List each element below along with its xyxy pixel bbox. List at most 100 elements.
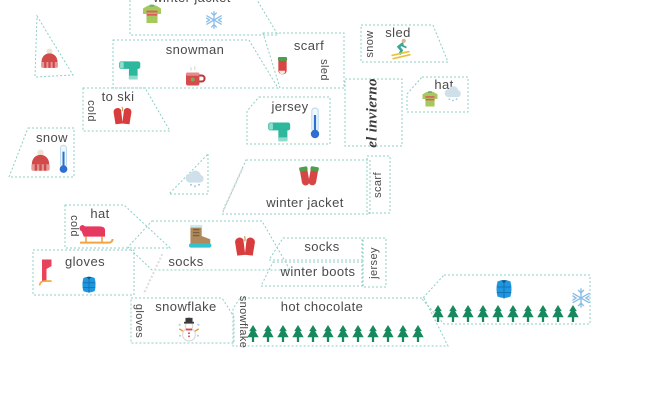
pine-tree-icon	[366, 324, 380, 343]
card-side-label: gloves	[133, 303, 145, 339]
snow-cloud-icon	[183, 168, 207, 188]
card-outline	[130, 297, 235, 344]
card-outline	[268, 237, 363, 261]
card-label: hat	[434, 77, 454, 92]
card-side-label: jersey	[368, 247, 380, 279]
sleigh-icon	[76, 223, 118, 247]
card-gloves: gloves	[32, 249, 136, 297]
card-side-label: scarf	[372, 172, 384, 198]
snowflake-icon	[204, 10, 224, 30]
card-outline	[360, 24, 449, 63]
card-label: hat	[90, 206, 110, 221]
winter-boot-icon	[184, 223, 214, 249]
pine-tree-icon	[306, 324, 320, 343]
card-winter-jacket-mid: winter jacket	[220, 158, 372, 216]
beanie-icon	[28, 148, 53, 173]
skier-icon	[389, 37, 413, 61]
card-side-label: snow	[364, 30, 376, 58]
card-outline	[344, 78, 403, 147]
scarf-icon	[117, 57, 143, 83]
card-label: winter jacket	[136, 0, 248, 5]
card-label: hot chocolate	[280, 299, 364, 314]
card-label: gloves	[65, 254, 105, 269]
card-outline	[362, 237, 387, 288]
pine-tree-icon	[261, 324, 275, 343]
pine-tree-icon	[431, 304, 445, 323]
pine-tree-icon	[521, 304, 535, 323]
pine-tree-icon	[336, 324, 350, 343]
card-label: socks	[168, 254, 204, 269]
card-outline	[32, 249, 135, 296]
card-socks-small: socks	[268, 237, 364, 262]
mittens-icon	[109, 103, 136, 130]
card-to-ski: cold to ski	[82, 87, 172, 133]
card-socks-big: socks	[126, 219, 292, 272]
card-label: el invierno	[364, 78, 381, 148]
pine-tree-icon	[566, 304, 580, 323]
snow-cloud-icon	[442, 84, 464, 102]
card-outline	[112, 39, 279, 89]
card-sled: snow sled	[360, 24, 450, 64]
pine-tree-icon	[506, 304, 520, 323]
pine-tree-icon	[536, 304, 550, 323]
card-label: scarf	[293, 38, 325, 53]
socks-pair-icon	[294, 161, 324, 191]
card-scarf-vertical: scarf	[366, 155, 392, 215]
card-label: snowman	[165, 42, 225, 57]
card-triangle-beanie	[28, 14, 74, 78]
sock-icon	[270, 53, 295, 78]
card-outline	[167, 152, 209, 195]
pine-tree-icon	[321, 324, 335, 343]
card-hat: hat	[406, 76, 470, 114]
card-triangle-cloud	[166, 152, 210, 196]
ice-skate-icon	[37, 257, 57, 289]
mittens-icon	[230, 232, 260, 262]
card-outline	[421, 274, 591, 325]
card-label: snowflake	[155, 299, 217, 314]
card-hat-cold: cold hat	[64, 204, 174, 250]
card-outline	[129, 0, 279, 36]
snowman-icon	[176, 316, 202, 343]
pine-tree-icon	[411, 324, 425, 343]
card-outline	[232, 297, 449, 347]
sweater-icon	[420, 89, 440, 109]
card-snow: snow	[8, 127, 76, 179]
card-outline	[34, 14, 74, 78]
card-label: snow	[36, 130, 68, 145]
card-scarf: scarf sled	[262, 32, 346, 89]
card-label: winter jacket	[266, 195, 344, 210]
pine-tree-icon	[476, 304, 490, 323]
scarf-icon	[266, 118, 293, 145]
thermometer-icon	[58, 144, 69, 174]
pine-tree-icon	[381, 324, 395, 343]
card-winter-boots: winter boots	[260, 261, 364, 288]
pine-tree-row	[431, 304, 580, 323]
card-jersey: jersey	[246, 96, 332, 146]
card-snowman: snowman	[112, 39, 280, 89]
pine-tree-icon	[461, 304, 475, 323]
card-hot-chocolate: snowflake hot chocolate	[232, 296, 450, 348]
pine-tree-icon	[276, 324, 290, 343]
card-label: winter boots	[280, 264, 356, 279]
card-label: jersey	[271, 99, 309, 114]
pine-tree-icon	[446, 304, 460, 323]
card-el-invierno: el invierno	[344, 78, 404, 148]
card-label: sled	[385, 25, 411, 40]
pine-tree-icon	[491, 304, 505, 323]
card-winter-jacket-top: winter jacket	[128, 0, 280, 36]
card-label: socks	[304, 239, 340, 254]
card-outline	[8, 127, 75, 178]
pine-tree-icon	[246, 324, 260, 343]
sweater-icon	[140, 2, 164, 26]
card-outline	[262, 32, 345, 89]
thermometer-icon	[309, 107, 321, 139]
card-jersey-vertical: jersey	[362, 237, 388, 289]
pine-tree-icon	[351, 324, 365, 343]
card-outline	[64, 204, 172, 249]
card-snowflake: gloves snowflake	[130, 297, 236, 345]
card-outline	[366, 155, 391, 214]
card-outline	[246, 96, 331, 145]
puffer-jacket-icon	[76, 274, 102, 295]
pine-tree-row	[246, 324, 425, 343]
